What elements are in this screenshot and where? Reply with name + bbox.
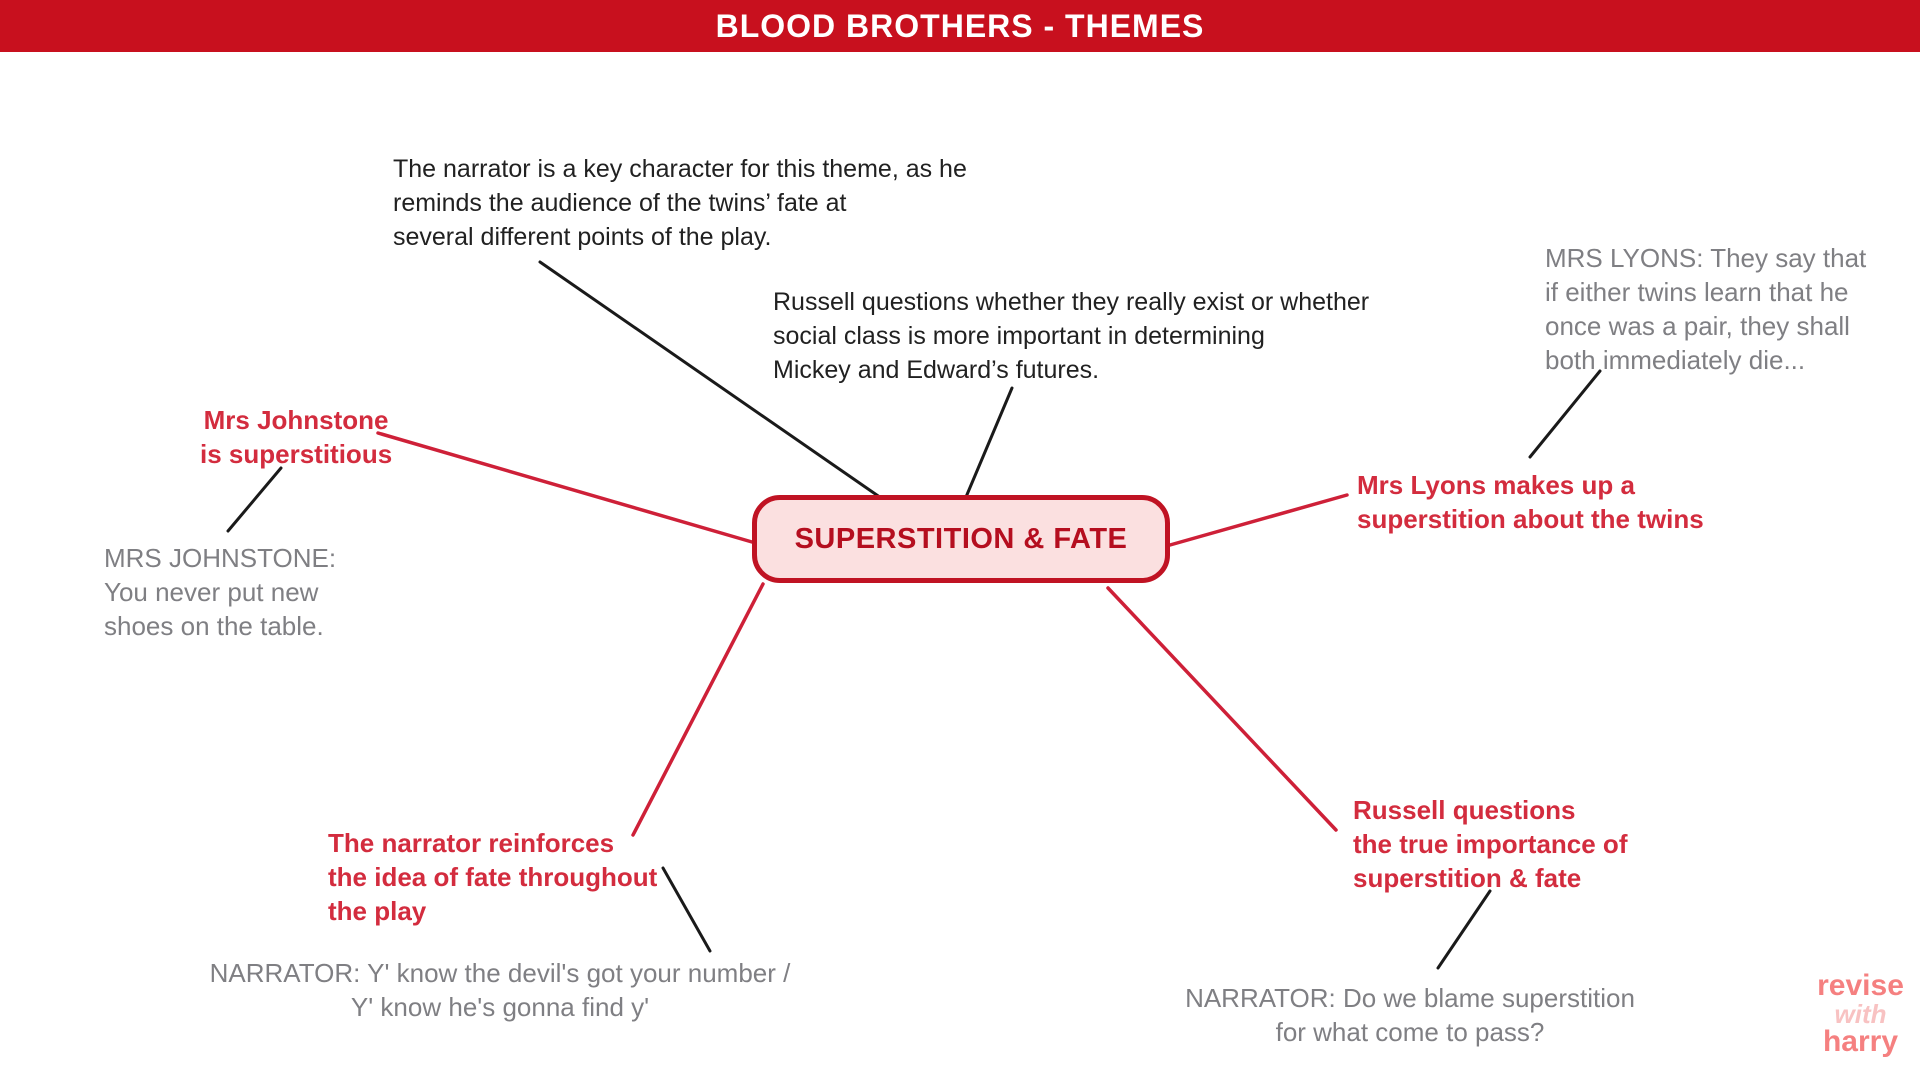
center-node-label: SUPERSTITION & FATE: [794, 522, 1128, 555]
quote-narrator-devil: NARRATOR: Y' know the devil's got your n…: [209, 958, 791, 1022]
connector-node-to-mrs-lyons: [1168, 493, 1349, 547]
page-title: BLOOD BROTHERS - THEMES: [715, 7, 1205, 44]
connector-mrs-johnstone-to-quote: [226, 466, 283, 533]
brand-logo: revise with harry: [1798, 969, 1920, 1058]
branch-label-mrs-johnstone: Mrs Johnstone is superstitious: [200, 405, 393, 469]
branch-label-russell-importance: Russell questions the true importance of…: [1353, 795, 1628, 893]
quote-narrator-blame: NARRATOR: Do we blame superstition for w…: [1185, 983, 1635, 1047]
branch-label-narrator-reinforces: The narrator reinforces the idea of fate…: [328, 828, 658, 926]
note-narrator-key-character: The narrator is a key character for this…: [393, 155, 967, 251]
logo-revise: revise: [1817, 969, 1904, 1002]
note-russell-questions-exist: Russell questions whether they really ex…: [773, 288, 1370, 384]
logo-harry: harry: [1822, 1025, 1899, 1058]
connector-russell-exist-to-node: [964, 386, 1014, 499]
connector-node-to-mrs-johnstone: [376, 431, 754, 544]
header-bar: BLOOD BROTHERS - THEMES: [0, 0, 1920, 52]
quote-mrs-johnstone: MRS JOHNSTONE: You never put new shoes o…: [104, 543, 337, 641]
connector-russell-importance-to-quote: [1436, 889, 1492, 970]
branch-label-mrs-lyons: Mrs Lyons makes up a superstition about …: [1357, 470, 1704, 534]
quote-mrs-lyons: MRS LYONS: They say that if either twins…: [1545, 243, 1867, 375]
connector-narrator-reinforces-to-quote: [661, 866, 712, 953]
connector-node-to-russell-importance: [1106, 586, 1338, 832]
connector-node-to-narrator-reinforces: [631, 582, 765, 837]
connector-mrs-lyons-to-quote: [1528, 369, 1602, 459]
logo-with: with: [1834, 999, 1887, 1029]
center-node: SUPERSTITION & FATE: [752, 495, 1170, 583]
